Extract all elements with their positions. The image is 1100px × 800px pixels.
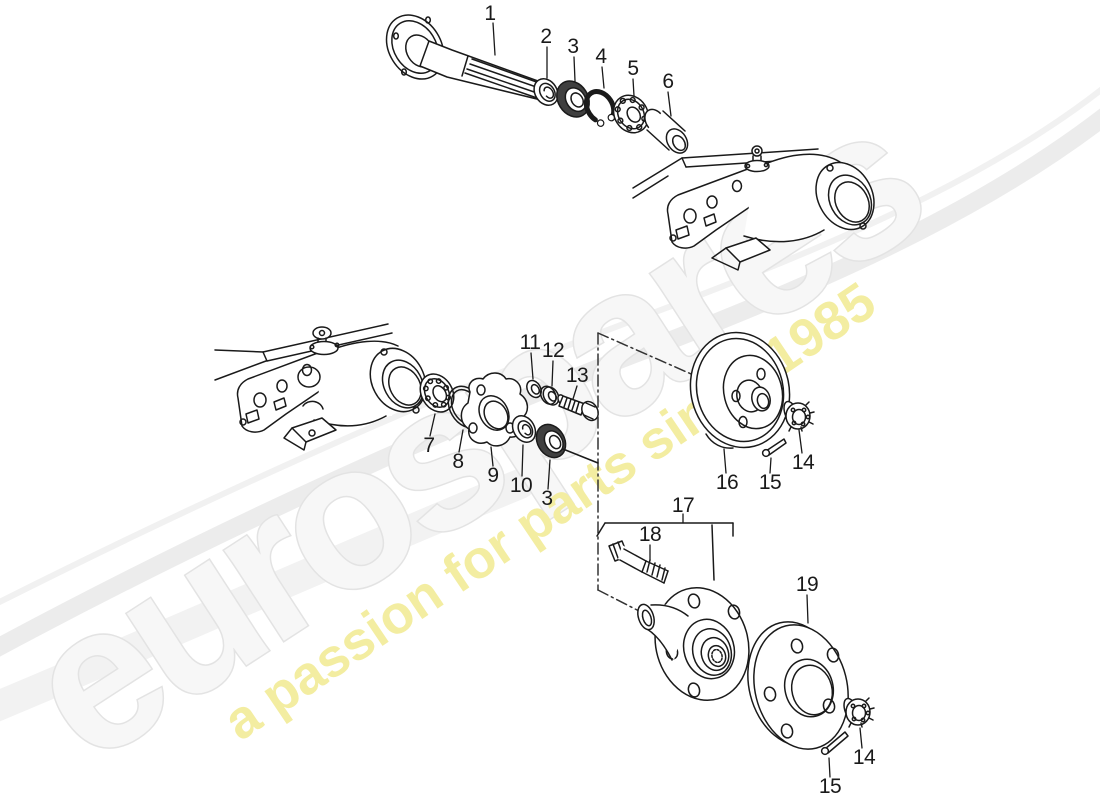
callout-label-12: 12 xyxy=(541,339,565,362)
leader-line-15 xyxy=(769,457,772,474)
locknut-14b-drawing xyxy=(843,697,875,728)
wheel-hub-drawing xyxy=(637,587,750,701)
callout-label-17: 17 xyxy=(671,494,695,517)
stud-18-drawing xyxy=(608,540,669,584)
bearing-3b-drawing xyxy=(535,423,567,459)
hub-group-bracket-17 xyxy=(596,522,734,581)
callout-label-9: 9 xyxy=(487,464,499,487)
bearing-5-drawing xyxy=(612,94,650,134)
bearing-3a-drawing xyxy=(556,80,590,118)
bearing-7-drawing xyxy=(419,373,455,413)
callout-label-11: 11 xyxy=(519,331,541,354)
callout-label-5: 5 xyxy=(627,57,639,80)
callout-label-2: 2 xyxy=(540,25,552,48)
leader-line-12 xyxy=(551,360,554,387)
leader-line-6 xyxy=(667,91,672,117)
bolt-13-drawing xyxy=(557,394,599,422)
callout-label-16: 16 xyxy=(715,471,739,494)
callout-label-1: 1 xyxy=(484,2,496,25)
leader-line-14 xyxy=(859,727,863,749)
leader-line-11 xyxy=(530,352,534,380)
callout-label-7: 7 xyxy=(423,434,435,457)
seal-ring-2-drawing xyxy=(533,78,559,106)
leader-line-13 xyxy=(572,385,578,400)
callout-label-13: 13 xyxy=(565,364,589,387)
leader-line-16 xyxy=(723,448,727,474)
washer-12-drawing xyxy=(539,385,560,406)
spacer-6-drawing xyxy=(644,108,689,154)
callout-label-8: 8 xyxy=(452,450,464,473)
trailing-arm-left-drawing xyxy=(214,323,427,451)
leader-line-5 xyxy=(632,78,635,97)
callout-label-4: 4 xyxy=(595,45,607,68)
callout-label-3: 3 xyxy=(541,487,553,510)
trailing-arm-right-drawing xyxy=(632,145,875,271)
leader-line-4 xyxy=(601,66,605,89)
leader-line-14 xyxy=(798,429,803,454)
leader-line-7 xyxy=(429,413,436,437)
locknut-14a-drawing xyxy=(783,400,815,432)
cotter-pin-15b-drawing xyxy=(820,731,849,756)
callout-label-14: 14 xyxy=(791,451,815,474)
assembly-axis-lines xyxy=(562,332,699,613)
swoosh-graphic xyxy=(0,86,1100,722)
cotter-pin-15a-drawing xyxy=(761,438,787,458)
leader-line-15 xyxy=(828,757,831,778)
brake-drum-16-drawing xyxy=(689,331,791,449)
flange-19-drawing xyxy=(747,621,849,750)
callout-label-6: 6 xyxy=(662,70,674,93)
leader-line-3 xyxy=(547,459,551,490)
leader-line-19 xyxy=(806,594,809,624)
seal-10-drawing xyxy=(511,415,537,443)
callout-label-19: 19 xyxy=(795,573,819,596)
callout-label-10: 10 xyxy=(509,474,533,497)
callout-label-14: 14 xyxy=(852,746,876,769)
leader-line-8 xyxy=(458,429,464,453)
leader-line-9 xyxy=(490,446,494,467)
callout-label-3: 3 xyxy=(567,35,579,58)
leader-line-1 xyxy=(492,22,496,56)
callout-label-15: 15 xyxy=(758,471,782,494)
callout-leader-lines xyxy=(429,22,863,778)
axle-shaft-drawing xyxy=(385,14,557,103)
circlip-4-drawing xyxy=(583,89,617,127)
callout-label-18: 18 xyxy=(638,523,662,546)
washer-11-drawing xyxy=(526,379,542,399)
leader-line-10 xyxy=(521,444,524,477)
callout-label-15: 15 xyxy=(818,775,842,798)
leader-line-3 xyxy=(573,56,576,82)
